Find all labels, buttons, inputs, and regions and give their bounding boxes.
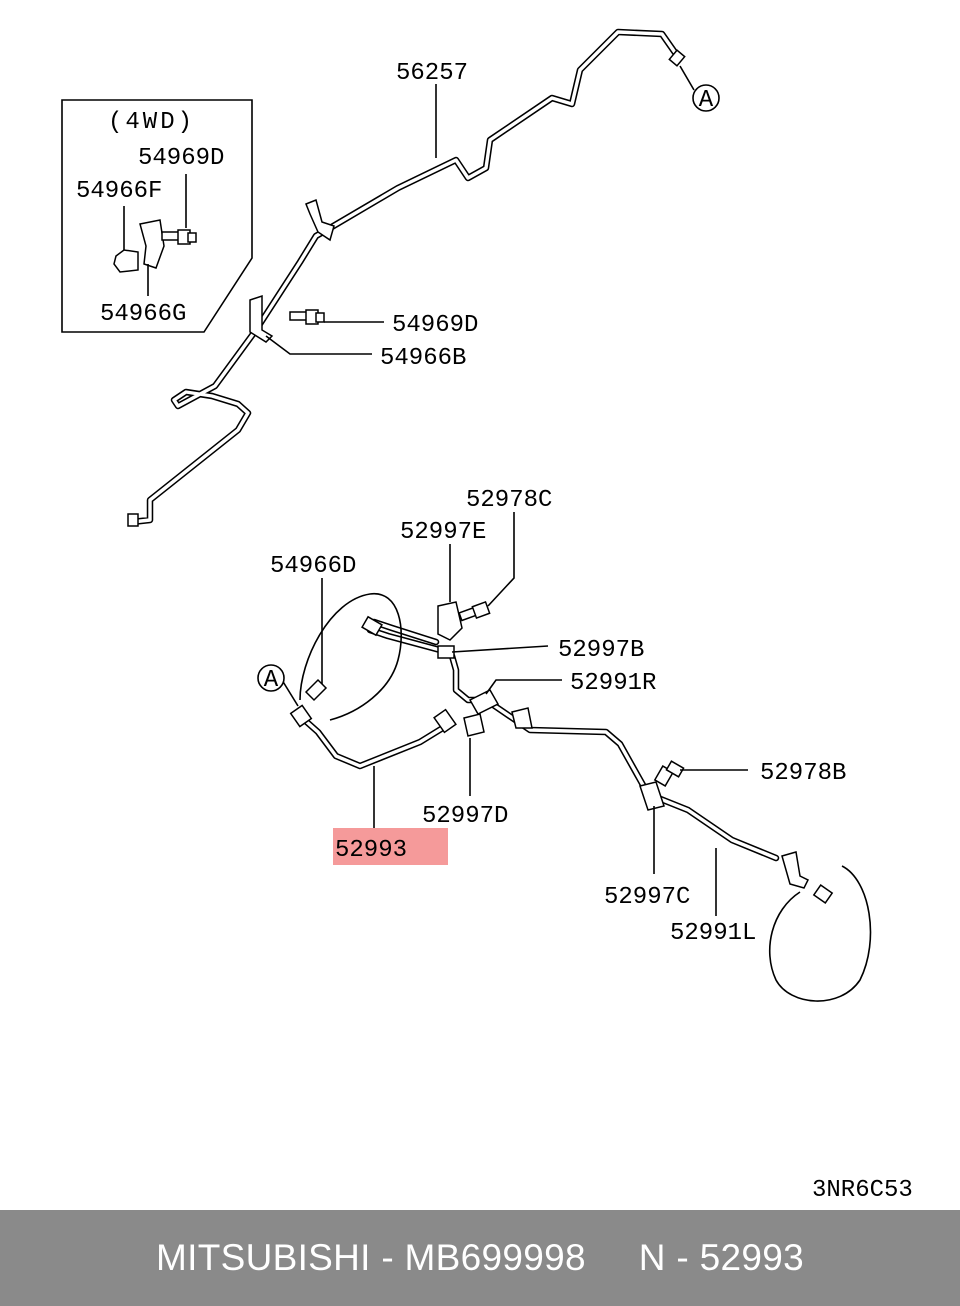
footer-bar: MITSUBISHI - MB699998 N - 52993 [0,1210,960,1306]
clip-54966b [249,294,274,343]
ref-a-lower-text: A [264,667,279,694]
tube-56257 [128,28,680,526]
label-52978c: 52978C [466,487,552,514]
bracket-right [781,851,834,904]
label-54966d: 54966D [270,553,356,580]
label-54966f: 54966F [76,178,162,205]
label-56257: 56257 [396,60,468,87]
ref-a-upper-text: A [699,87,714,114]
label-52991l: 52991L [670,920,756,947]
clip-52997c [639,781,665,811]
drum-outline-left [299,593,403,721]
flex-hose-52993 [289,704,457,770]
footer-part-info: MITSUBISHI - MB699998 N - 52993 [156,1237,804,1278]
bolt-52978c [458,601,491,622]
label-52997b: 52997B [558,637,644,664]
drawing-code: 3NR6C53 [812,1177,913,1204]
bolt-52978b [653,760,685,787]
bolt-54969d-main [289,309,325,325]
clip-52991r-mount [468,689,533,729]
label-52991r: 52991R [570,670,656,697]
drum-outline-right [768,865,872,1002]
tube-end-fitting-upper [127,49,686,527]
clip-52997d [463,713,485,737]
label-54969d: 54969D [392,312,478,339]
label-52997c: 52997C [604,884,690,911]
part-highlight [333,828,448,865]
leader-lines [123,65,748,916]
label-52978b: 52978B [760,760,846,787]
label-52993: 52993 [335,837,407,864]
label-52997e: 52997E [400,519,486,546]
ref-circle-a-lower: A [257,664,285,694]
label-4wd: (4WD) [108,109,195,136]
label-54966g: 54966G [100,301,186,328]
ref-circle-a-upper: A [692,84,720,114]
label-54966b: 54966B [380,345,466,372]
tube-52991l [361,615,440,646]
label-52997d: 52997D [422,803,508,830]
brake-line-parts-diagram: A A 56257 (4WD) 54969D 54966F 54966G 549… [61,28,913,1204]
label-54969d-inset: 54969D [138,145,224,172]
block-52997e [437,601,463,641]
clip-upper-mid [305,198,335,242]
clip-52997b [437,645,455,659]
clip-54966d [304,678,328,702]
